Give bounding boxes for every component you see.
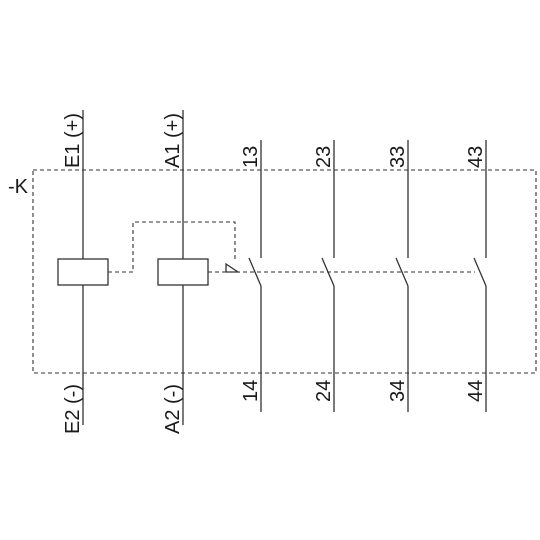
coil-e-top-label: E1 (+) bbox=[62, 113, 84, 168]
contact-23-24-blade bbox=[321, 257, 335, 287]
contact-13-label: 13 bbox=[240, 146, 262, 168]
coil-e-body bbox=[57, 258, 109, 286]
coil-link-dashed bbox=[108, 221, 236, 273]
contact-33-34-blade bbox=[395, 257, 409, 287]
contact-43-44-blade bbox=[473, 257, 487, 287]
contact-43-label: 43 bbox=[465, 146, 487, 168]
contact-23-label: 23 bbox=[313, 146, 335, 168]
coil-a-body bbox=[157, 258, 209, 286]
coil-a-bottom-label: A2 (-) bbox=[162, 384, 184, 434]
contact-13-14: 13 14 bbox=[240, 140, 262, 412]
contact-44-label: 44 bbox=[465, 380, 487, 402]
contact-14-label: 14 bbox=[240, 380, 262, 402]
device-designator: -K bbox=[8, 176, 29, 198]
delay-marker bbox=[225, 262, 241, 273]
contact-13-14-blade bbox=[248, 257, 262, 287]
contact-34-label: 34 bbox=[387, 380, 409, 402]
contact-23-24: 23 24 bbox=[313, 140, 335, 412]
coil-a-top-label: A1 (+) bbox=[162, 113, 184, 168]
device-boundary bbox=[32, 169, 537, 374]
coil-e: E1 (+) E2 (-) bbox=[57, 110, 109, 434]
coil-a: A1 (+) A2 (-) bbox=[157, 110, 209, 434]
contact-33-34: 33 34 bbox=[387, 140, 409, 412]
contact-43-44: 43 44 bbox=[465, 140, 487, 412]
contact-33-label: 33 bbox=[387, 146, 409, 168]
contact-24-label: 24 bbox=[313, 380, 335, 402]
coil-e-bottom-label-text: E2 (-) bbox=[62, 384, 84, 434]
